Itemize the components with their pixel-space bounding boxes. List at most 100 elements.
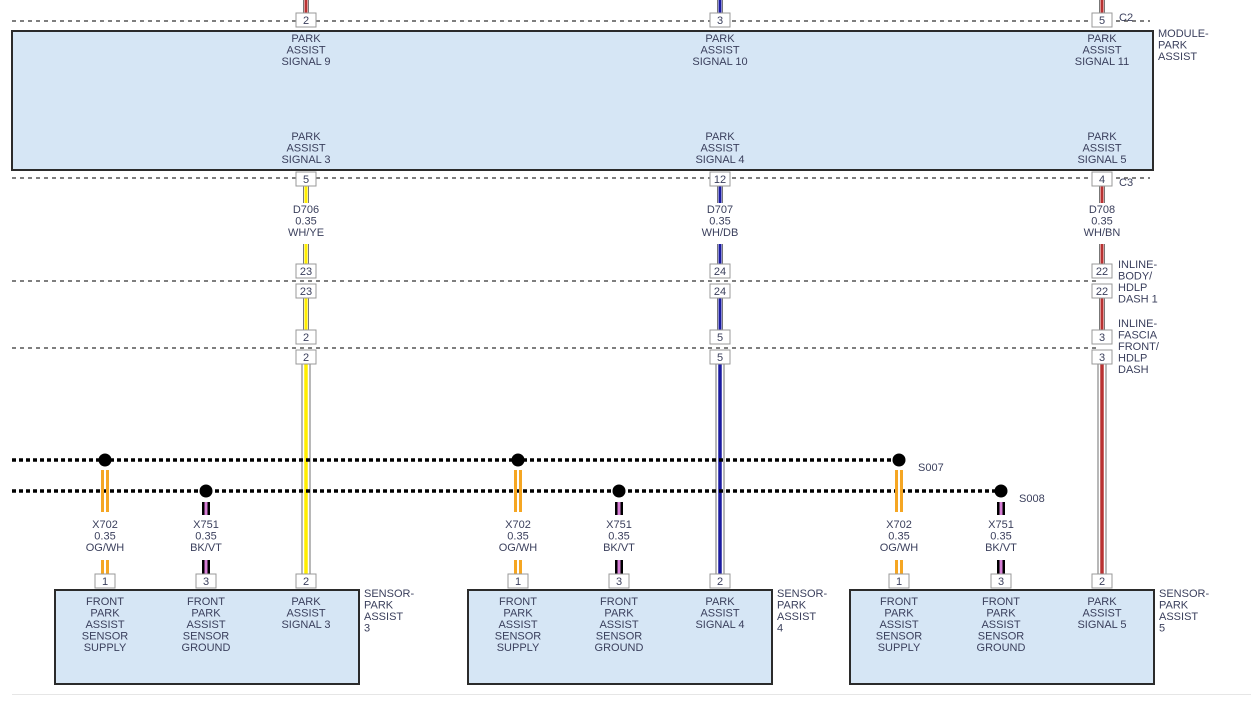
signal-wire-d706 bbox=[302, 244, 310, 264]
supply-wire-x702 bbox=[101, 470, 109, 512]
supply-wire-x702 bbox=[101, 560, 109, 574]
pin-number: 3 bbox=[1099, 352, 1105, 364]
pin-number: 3 bbox=[1099, 332, 1105, 344]
signal-wire-d707 bbox=[716, 186, 724, 203]
inline2-pin-female: 2 bbox=[295, 349, 317, 365]
pin-number: 5 bbox=[717, 332, 723, 344]
pin-number: 12 bbox=[714, 174, 726, 186]
ground-wire-x751 bbox=[997, 502, 1005, 515]
ground-wire-x751 bbox=[997, 560, 1005, 574]
module-top-pin: 5 bbox=[1091, 12, 1113, 28]
sensor-pin: 2 bbox=[709, 573, 731, 589]
sensor-pin: 1 bbox=[507, 573, 529, 589]
splice-dot-s008 bbox=[612, 484, 626, 498]
inline2-pin-male: 5 bbox=[709, 329, 731, 345]
supply-wire-x702 bbox=[514, 470, 522, 512]
pin-number: 22 bbox=[1096, 286, 1108, 298]
signal-wire-d708 bbox=[1098, 244, 1106, 264]
ground-wire-x751 bbox=[615, 502, 623, 515]
module-top-pin: 3 bbox=[709, 12, 731, 28]
sensor-pin: 2 bbox=[295, 573, 317, 589]
inline1-pin-male: 22 bbox=[1091, 263, 1113, 279]
pin-number: 23 bbox=[300, 266, 312, 278]
module-top-wire bbox=[1098, 0, 1106, 13]
pin-number: 2 bbox=[1099, 576, 1105, 588]
supply-wire-x702 bbox=[895, 470, 903, 512]
signal-wire-d708 bbox=[1097, 364, 1107, 575]
pin-number: 4 bbox=[1099, 174, 1105, 186]
pin-number: 3 bbox=[998, 576, 1004, 588]
inline2-pin-female: 3 bbox=[1091, 349, 1113, 365]
ground-wire-x751 bbox=[615, 560, 623, 574]
sensor-park-assist-4[interactable] bbox=[467, 589, 773, 685]
pin-number: 23 bbox=[300, 286, 312, 298]
pin-number: 3 bbox=[717, 15, 723, 27]
pin-number: 1 bbox=[896, 576, 902, 588]
splice-dot-s007 bbox=[511, 453, 525, 467]
module-bottom-pin: 12 bbox=[709, 171, 731, 187]
sensor-pin: 2 bbox=[1091, 573, 1113, 589]
inline2-pin-female: 5 bbox=[709, 349, 731, 365]
pin-number: 5 bbox=[303, 174, 309, 186]
inline1-pin-male: 24 bbox=[709, 263, 731, 279]
sensor-pin: 1 bbox=[94, 573, 116, 589]
signal-wire-d707 bbox=[715, 364, 725, 575]
bottom-divider bbox=[12, 694, 1251, 695]
splice-s007-label: S007 bbox=[918, 462, 944, 474]
pin-number: 2 bbox=[303, 352, 309, 364]
pin-number: 3 bbox=[616, 576, 622, 588]
inline2-pin-male: 2 bbox=[295, 329, 317, 345]
sensor-pin: 1 bbox=[888, 573, 910, 589]
pin-number: 1 bbox=[102, 576, 108, 588]
pin-number: 2 bbox=[303, 576, 309, 588]
module-top-wire bbox=[716, 0, 724, 13]
pin-number: 3 bbox=[203, 576, 209, 588]
module-top-pin: 2 bbox=[295, 12, 317, 28]
sensor-park-assist-3[interactable] bbox=[54, 589, 360, 685]
pin-number: 5 bbox=[717, 352, 723, 364]
pin-number: 24 bbox=[714, 286, 726, 298]
sensor-park-assist-5[interactable] bbox=[849, 589, 1155, 685]
module-park-assist[interactable] bbox=[11, 30, 1154, 171]
signal-wire-d707 bbox=[716, 298, 724, 330]
signal-wire-d708 bbox=[1098, 186, 1106, 203]
sensor-pin: 3 bbox=[990, 573, 1012, 589]
inline1-pin-female: 22 bbox=[1091, 283, 1113, 299]
splice-dot-s008 bbox=[994, 484, 1008, 498]
pin-number: 2 bbox=[303, 15, 309, 27]
module-bottom-pin: 5 bbox=[295, 171, 317, 187]
inline1-pin-female: 24 bbox=[709, 283, 731, 299]
pin-number: 24 bbox=[714, 266, 726, 278]
ground-wire-x751 bbox=[202, 502, 210, 515]
signal-wire-d706 bbox=[302, 298, 310, 330]
splice-dot-s008 bbox=[199, 484, 213, 498]
signal-wire-d706 bbox=[302, 186, 310, 203]
splice-dot-s007 bbox=[892, 453, 906, 467]
signal-wire-d708 bbox=[1098, 298, 1106, 330]
pin-number: 5 bbox=[1099, 15, 1105, 27]
sensor-pin: 3 bbox=[195, 573, 217, 589]
sensor-pin: 3 bbox=[608, 573, 630, 589]
